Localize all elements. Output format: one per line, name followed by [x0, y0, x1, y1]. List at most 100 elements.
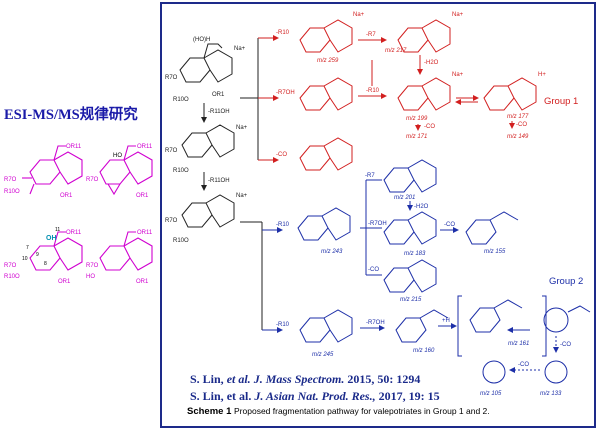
label-loss-r10: -R10	[276, 30, 290, 36]
label-c11: 11	[55, 227, 60, 233]
label-ho: HO	[86, 274, 95, 280]
ref1-author: S. Lin,	[190, 372, 224, 386]
structure-a: OR11 R7O R10O OR1	[4, 144, 83, 199]
label-or1: OR1	[212, 92, 225, 98]
label-c10: 10	[22, 256, 28, 262]
label-loss-h2o: -H2O	[424, 60, 439, 66]
ion-mz171: m/z 171	[406, 134, 427, 140]
label-hoh: (HO)H	[193, 37, 210, 43]
label-ho: HO	[113, 153, 122, 159]
ref2-citation: 2017, 19: 15	[378, 389, 440, 403]
ref2-journal: J. Asian Nat. Prod. Res.,	[254, 389, 376, 403]
label-or11: OR11	[66, 144, 82, 150]
label-loss-r7oh: -R7OH	[276, 90, 295, 96]
structure-c: OR11 OH R7O R10O OR1 11 10 9 8 7	[4, 227, 83, 285]
label-r7o: R7O	[4, 177, 17, 183]
label-or1: OR1	[60, 193, 73, 199]
structure-d: OR11 R7O HO OR1	[86, 230, 153, 285]
reference-2: S. Lin, et al. J. Asian Nat. Prod. Res.,…	[190, 389, 440, 404]
label-r10o: R10O	[4, 274, 20, 280]
ref1-citation: 2015, 50: 1294	[347, 372, 421, 386]
label-loss-r7oh: -R7OH	[366, 320, 385, 326]
ion-mz161: m/z 161	[508, 341, 529, 347]
label-na: Na+	[234, 46, 246, 52]
ion-mz243: m/z 243	[321, 249, 343, 255]
ion-mz177: m/z 177	[507, 114, 529, 120]
label-gain-h: +H	[442, 318, 450, 324]
page-title: ESI-MS/MS规律研究	[4, 107, 138, 123]
label-hplus: H+	[538, 72, 546, 78]
label-loss-r7: -R7	[366, 32, 376, 38]
label-or11: OR11	[137, 230, 153, 236]
label-loss-r10: -R10	[276, 322, 290, 328]
label-r7o: R7O	[165, 148, 178, 154]
ion-mz201: m/z 201	[394, 195, 415, 201]
ion-mz183: m/z 183	[404, 251, 426, 257]
label-loss-h2o: -H2O	[414, 204, 429, 210]
group1-label: Group 1	[544, 96, 579, 107]
label-na: Na+	[452, 72, 464, 78]
ref2-author: S. Lin,	[190, 389, 224, 403]
label-loss-r10: -R10	[366, 88, 380, 94]
ion-mz133: m/z 133	[540, 391, 562, 397]
ion-mz259: m/z 259	[317, 58, 339, 64]
label-loss-r7oh: -R7OH	[368, 221, 387, 227]
reference-1: S. Lin, et al. J. Mass Spectrom. 2015, 5…	[190, 372, 420, 387]
scheme-frame	[160, 2, 596, 428]
group2-label: Group 2	[549, 276, 584, 287]
label-na: Na+	[452, 12, 464, 18]
label-or1: OR1	[136, 279, 149, 285]
group2-pathway: -R10 -R10 m/z 243 -R7 -R7OH -CO m/z 201 …	[276, 159, 591, 397]
scheme-label: Scheme 1	[187, 406, 232, 417]
label-oh: OH	[46, 235, 57, 242]
label-na: Na+	[236, 125, 248, 131]
ion-mz160: m/z 160	[413, 348, 435, 354]
label-loss-co: -CO	[368, 267, 379, 273]
label-r7o: R7O	[86, 177, 99, 183]
label-r10o: R10O	[4, 189, 20, 195]
label-na: Na+	[236, 193, 248, 199]
scheme-caption: Scheme 1 Proposed fragmentation pathway …	[187, 406, 490, 417]
parent-column: Na+ (HO)H R7O R10O OR1 -R11OH Na+ R7O R1…	[165, 37, 275, 331]
label-loss-r7: -R7	[365, 173, 375, 179]
ion-mz105: m/z 105	[480, 391, 502, 397]
label-or1: OR1	[136, 193, 149, 199]
scheme-caption-text: Proposed fragmentation pathway for valep…	[234, 406, 490, 416]
label-loss-co: -CO	[560, 342, 571, 348]
label-or1: OR1	[58, 279, 71, 285]
ion-mz155: m/z 155	[484, 249, 506, 255]
label-r10o: R10O	[173, 168, 189, 174]
ref2-etal: et al.	[226, 389, 252, 403]
ion-mz215: m/z 215	[400, 297, 422, 303]
ion-mz245: m/z 245	[312, 352, 334, 358]
label-r10o: R10O	[173, 97, 189, 103]
label-r7o: R7O	[165, 218, 178, 224]
label-r7o: R7O	[4, 263, 17, 269]
label-or11: OR11	[66, 230, 82, 236]
group1-pathway: -R10 -R7OH -CO Na+ m/z 259 -R7 Na+ m/z 2…	[276, 12, 546, 171]
ion-mz199: m/z 199	[406, 116, 428, 122]
structure-b: OR11 HO R7O OR1	[86, 144, 153, 199]
label-or11: OR11	[137, 144, 153, 150]
label-loss-r11oh: -R11OH	[208, 178, 230, 184]
ref1-etal: et al.	[226, 372, 251, 386]
label-loss-co: -CO	[276, 152, 287, 158]
label-c8: 8	[44, 261, 47, 267]
label-loss-co: -CO	[516, 122, 527, 128]
label-c9: 9	[36, 252, 39, 258]
label-c7: 7	[26, 245, 29, 251]
ref1-journal: J. Mass Spectrom.	[253, 372, 345, 386]
ion-mz149: m/z 149	[507, 134, 529, 140]
label-loss-co: -CO	[444, 222, 455, 228]
label-na: Na+	[353, 12, 365, 18]
label-loss-r11oh: -R11OH	[208, 109, 230, 115]
left-structures: OR11 R7O R10O OR1 OR11 HO R7O OR1 OR11 O…	[4, 144, 153, 285]
label-r7o: R7O	[86, 263, 99, 269]
label-loss-co: -CO	[424, 124, 435, 130]
ion-mz217: m/z 217	[385, 48, 407, 54]
label-r7o: R7O	[165, 75, 178, 81]
label-r10o: R10O	[173, 238, 189, 244]
label-loss-co: -CO	[518, 362, 529, 368]
label-loss-r10: -R10	[276, 222, 290, 228]
